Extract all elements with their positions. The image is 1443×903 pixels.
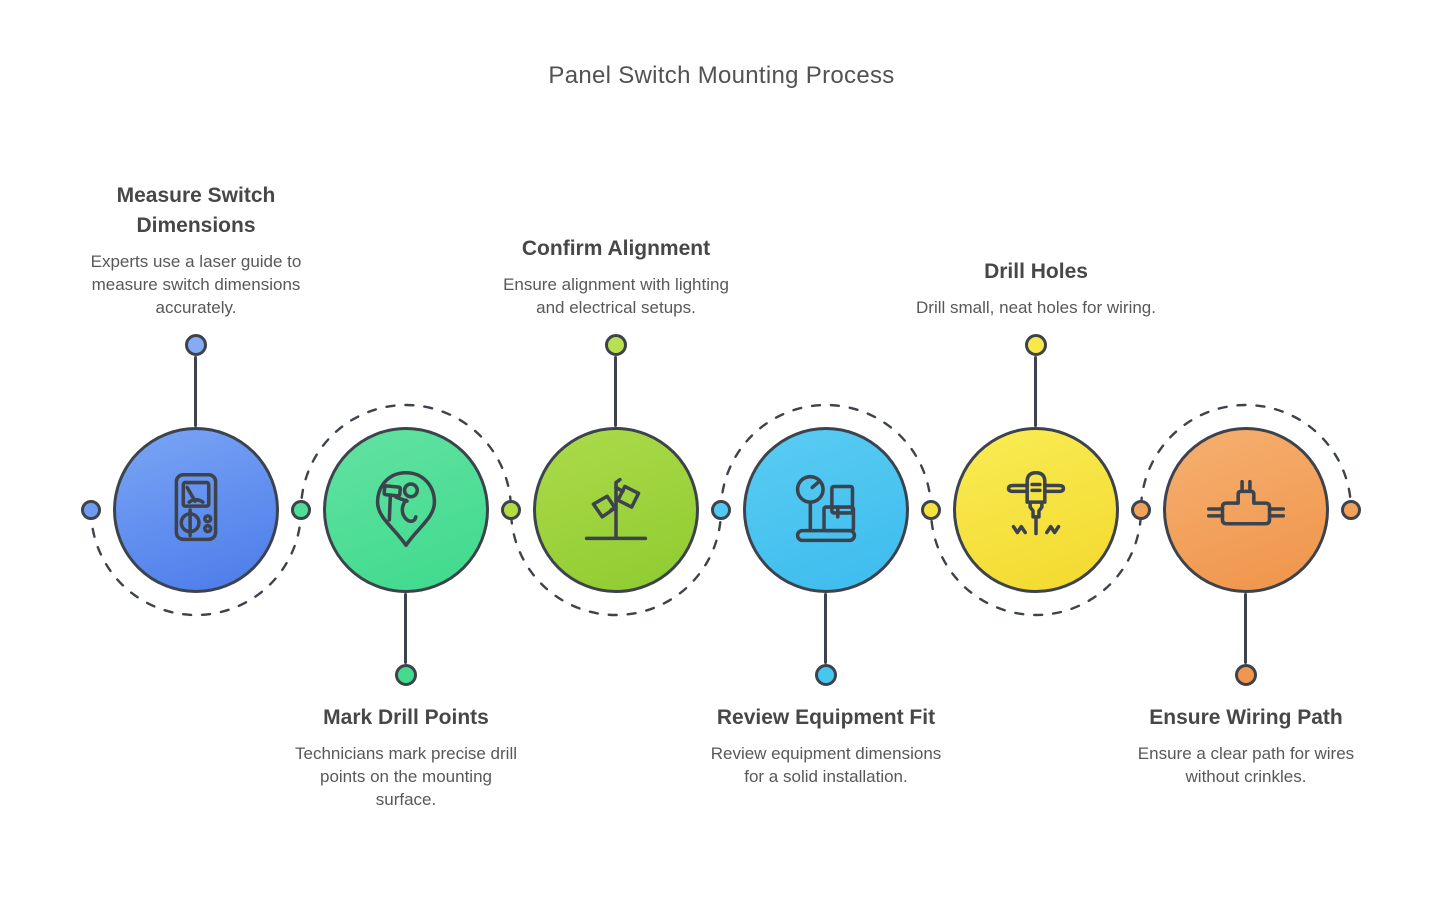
step-5-label: Drill Holes Drill small, neat holes for …: [912, 130, 1160, 320]
wiring-connector-icon: [1206, 479, 1286, 526]
step-2-connector-dot: [395, 664, 417, 686]
step-2-title: Mark Drill Points: [323, 706, 489, 729]
step-2-description: Technicians mark precise drill points on…: [294, 744, 518, 810]
path-dot-right-edge: [1341, 500, 1361, 520]
path-dot-between-5-6: [1131, 500, 1151, 520]
step-5-description: Drill small, neat holes for wiring.: [916, 298, 1156, 318]
jackhammer-icon: [1006, 470, 1066, 536]
step-4-circle: [743, 427, 909, 593]
step-6-title: Ensure Wiring Path: [1149, 706, 1343, 729]
step-6-description: Ensure a clear path for wires without cr…: [1137, 744, 1355, 787]
step-4-description: Review equipment dimensions for a solid …: [710, 744, 942, 787]
step-3-label: Confirm Alignment Ensure alignment with …: [492, 130, 740, 320]
multimeter-icon: [174, 472, 218, 542]
step-5-circle: [953, 427, 1119, 593]
step-6-connector-dot: [1235, 664, 1257, 686]
step-1-description: Experts use a laser guide to measure swi…: [90, 252, 302, 318]
step-4-label: Review Equipment Fit Review equipment di…: [702, 703, 950, 789]
step-1-connector-line: [194, 356, 197, 427]
step-5-connector-dot: [1025, 334, 1047, 356]
path-dot-between-1-2: [291, 500, 311, 520]
step-4-connector-line: [824, 593, 827, 664]
pin-worker-icon: [375, 470, 437, 548]
step-4-connector-dot: [815, 664, 837, 686]
step-1-label: Measure Switch Dimensions Experts use a …: [72, 130, 320, 320]
step-1-circle: [113, 427, 279, 593]
path-dot-between-3-4: [711, 500, 731, 520]
step-6-connector-line: [1244, 593, 1247, 664]
step-2-connector-line: [404, 593, 407, 664]
step-3-description: Ensure alignment with lighting and elect…: [503, 275, 729, 318]
path-dot-between-2-3: [501, 500, 521, 520]
step-2-circle: [323, 427, 489, 593]
step-3-title: Confirm Alignment: [521, 236, 711, 260]
step-4-title: Review Equipment Fit: [716, 706, 936, 729]
step-2-label: Mark Drill Points Technicians mark preci…: [290, 703, 522, 812]
path-dot-between-4-5: [921, 500, 941, 520]
page-title: Panel Switch Mounting Process: [548, 62, 895, 89]
step-5-title: Drill Holes: [984, 259, 1088, 283]
step-6-circle: [1163, 427, 1329, 593]
street-lamp-icon: [584, 477, 648, 541]
path-dot-left-edge: [81, 500, 101, 520]
step-1-title: Measure Switch Dimensions: [116, 184, 276, 237]
step-3-circle: [533, 427, 699, 593]
scale-boxes-icon: [795, 474, 857, 543]
step-3-connector-line: [614, 356, 617, 427]
step-5-connector-line: [1034, 356, 1037, 427]
step-1-connector-dot: [185, 334, 207, 356]
step-6-label: Ensure Wiring Path Ensure a clear path f…: [1122, 703, 1370, 789]
step-3-connector-dot: [605, 334, 627, 356]
